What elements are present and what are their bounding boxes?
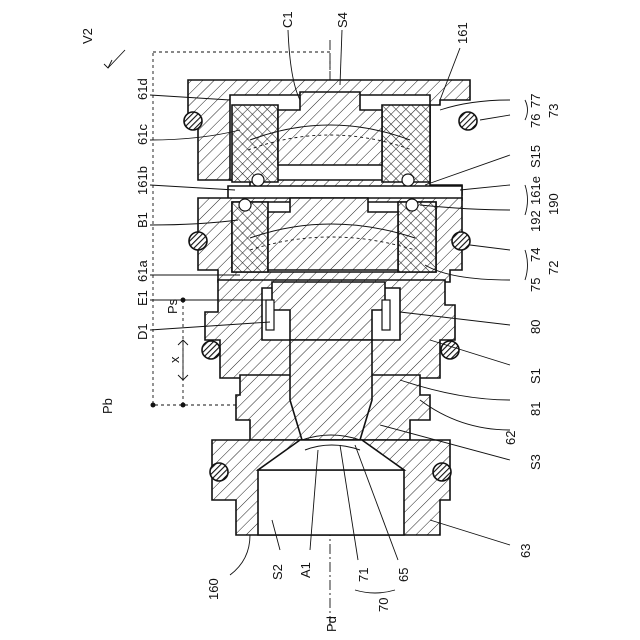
arrow-v2 (104, 60, 112, 68)
label-70: 70 (376, 598, 391, 612)
lower-bellows-right (398, 202, 436, 272)
ball-right-lower (406, 199, 418, 211)
label-65: 65 (396, 568, 411, 582)
label-61d: 61d (135, 78, 150, 100)
valve-body-70 (290, 340, 372, 440)
leader-77 (440, 100, 510, 110)
o-ring-mid-right (452, 232, 470, 250)
o-ring-bottom-left (210, 463, 228, 481)
label-s15: S15 (528, 145, 543, 168)
leader-76 (480, 115, 510, 120)
label-d1: D1 (135, 323, 150, 340)
o-ring-bottom-right (433, 463, 451, 481)
o-ring-top-right (459, 112, 477, 130)
node-pb (151, 403, 156, 408)
leader-160 (230, 535, 250, 575)
label-75: 75 (528, 278, 543, 292)
label-s3: S3 (528, 454, 543, 470)
upper-bellows-left (232, 105, 278, 182)
o-ring-low-right (441, 341, 459, 359)
o-ring-mid-left (189, 232, 207, 250)
label-81: 81 (528, 402, 543, 416)
outlet-chamber (258, 470, 404, 535)
label-s4: S4 (335, 12, 350, 28)
label-76: 76 (528, 114, 543, 128)
label-80: 80 (528, 320, 543, 334)
leader-s4 (340, 30, 342, 85)
label-v2: V2 (80, 28, 95, 44)
node-ps-bottom (181, 403, 186, 408)
label-160: 160 (206, 578, 221, 600)
ball-left-lower (239, 199, 251, 211)
label-74: 74 (528, 248, 543, 262)
brace-70 (355, 590, 395, 593)
ball-right-upper (402, 174, 414, 186)
leader-74 (470, 245, 510, 250)
label-61c: 61c (135, 124, 150, 145)
leader-161e (460, 185, 510, 190)
label-72: 72 (546, 261, 561, 275)
leader-62 (420, 400, 510, 430)
label-x: x (167, 356, 182, 363)
label-161b: 161b (135, 166, 150, 195)
label-e1: E1 (135, 290, 150, 306)
o-ring-top-left (184, 112, 202, 130)
upper-bellows-right (382, 105, 430, 182)
leader-63 (430, 520, 510, 545)
leader-161b (150, 185, 235, 190)
o-ring-low-left (202, 341, 220, 359)
label-190: 190 (546, 193, 561, 215)
label-161: 161 (455, 22, 470, 44)
label-161e: 161e (528, 176, 543, 205)
seal-ring-right (382, 300, 390, 330)
label-pb: Pb (100, 398, 115, 414)
label-a1: A1 (298, 562, 313, 578)
label-61a: 61a (135, 260, 150, 282)
label-c1: C1 (280, 11, 295, 28)
label-s2: S2 (270, 564, 285, 580)
lower-bellows-left (232, 202, 268, 272)
label-s1: S1 (528, 368, 543, 384)
label-63: 63 (518, 544, 533, 558)
label-pd: Pd (324, 616, 339, 632)
label-192: 192 (528, 210, 543, 232)
label-71: 71 (356, 568, 371, 582)
leader-s15 (425, 155, 510, 185)
label-b1: B1 (135, 212, 150, 228)
ball-left-upper (252, 174, 264, 186)
label-62: 62 (503, 431, 518, 445)
leader-v2 (108, 50, 125, 68)
label-77: 77 (528, 94, 543, 108)
seal-ring-left (266, 300, 274, 330)
label-ps: Ps (165, 298, 180, 314)
label-73: 73 (546, 104, 561, 118)
